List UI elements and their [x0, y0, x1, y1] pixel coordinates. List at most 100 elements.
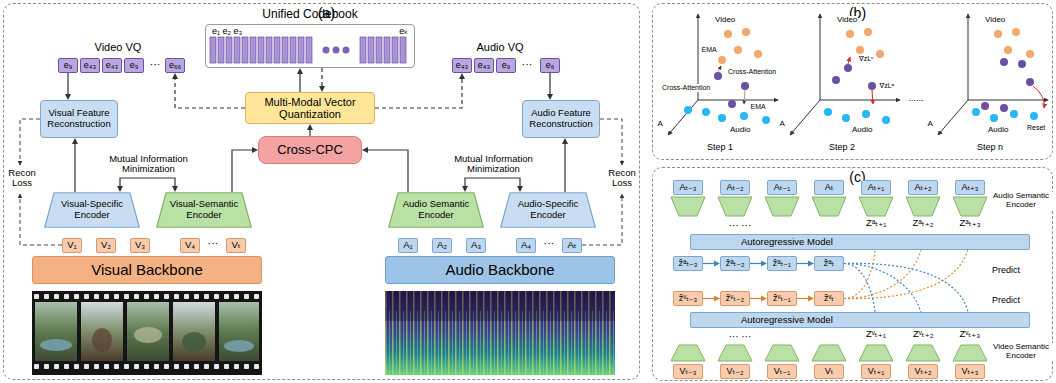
illustration-part	[385, 291, 615, 375]
arrow-head	[172, 73, 178, 79]
frame-box: Vₜ₊₁	[861, 364, 891, 379]
code-token: e₉	[58, 58, 78, 73]
panel-border	[652, 3, 1053, 160]
illustration-part	[882, 116, 890, 124]
node-text: Audio Backbone	[445, 262, 554, 279]
text-label: Video	[714, 16, 736, 25]
text-label: Zᵛₜ₊₁	[865, 329, 887, 339]
connector-line	[564, 143, 565, 192]
node-text: Visual-Semantic Encoder	[166, 199, 242, 220]
connector	[232, 147, 258, 192]
recon-box: Audio Feature Reconstruction	[522, 100, 600, 138]
node-text: Aₜ	[825, 182, 834, 192]
text-label: A	[657, 120, 664, 129]
panel: (a)Unified Codebooke₁ e₂ e₃eₖMulti-Modal…	[3, 3, 640, 380]
frame-box: Aₜ₊₁	[861, 180, 891, 195]
text-label: ···	[543, 237, 556, 249]
text-label: ∇zLᵛ	[858, 55, 874, 63]
illustration-part	[842, 114, 850, 122]
node-text: A₄	[521, 240, 531, 251]
panel: (b)	[652, 3, 1053, 160]
connector	[319, 68, 325, 92]
illustration-part	[876, 50, 884, 58]
text-label: Audio	[851, 126, 873, 135]
frame-box: Aₜ₋₂	[720, 180, 750, 195]
model-band: Autoregressive Model	[690, 234, 1030, 250]
ellipsis-dot	[323, 47, 330, 54]
feature-token: A₃	[466, 238, 486, 253]
frame-box: Vₜ₋₂	[720, 364, 750, 379]
encoder-trapezoid	[718, 197, 752, 216]
illustration-part	[1012, 28, 1020, 36]
code-token: e₄₃	[452, 58, 472, 73]
connector	[547, 73, 553, 100]
node-text: Vₜ₋₁	[774, 366, 790, 376]
connector	[462, 178, 523, 192]
illustration-part	[856, 46, 864, 54]
context-box: ẑᵃₜ₋₂	[720, 256, 750, 271]
connector	[703, 261, 720, 267]
text-label: Audio VQ	[476, 41, 525, 53]
node-text: Audio Feature Reconstruction	[526, 108, 596, 129]
encoder-trapezoid	[906, 345, 940, 361]
feature-token: V₁	[62, 238, 82, 253]
connector-line	[375, 78, 462, 108]
code-vector	[242, 37, 248, 63]
model-band: Autoregressive Model	[690, 312, 1030, 328]
node-text: Audio Semantic Encoder	[398, 199, 474, 220]
context-box: ẑᵛₜ₋₁	[767, 291, 797, 306]
encoder-trapezoid: Visual-Semantic Encoder	[156, 192, 252, 228]
illustration-part	[728, 100, 736, 108]
arrow-head	[517, 186, 523, 192]
encoder-trapezoid	[765, 345, 799, 361]
connector	[797, 296, 814, 302]
illustration-part	[1026, 50, 1034, 58]
illustration-part	[742, 28, 750, 36]
text-label: ···	[521, 58, 534, 70]
code-token: e₄₃	[102, 58, 122, 73]
text-label: Zᵃₜ₊₃	[959, 218, 982, 228]
node-text: Vₜ₊₂	[915, 366, 932, 376]
illustration-part	[820, 100, 900, 101]
arrow-head	[297, 68, 303, 74]
node-text: ẑᵛₜ	[824, 293, 834, 303]
node-text: Aₜ₋₂	[727, 182, 744, 192]
text-label: ··· ···	[728, 220, 753, 231]
illustration-part	[684, 106, 692, 114]
illustration-part	[219, 302, 259, 361]
frame-box: Aₜ₊₃	[955, 180, 985, 195]
encoder-trapezoid	[859, 345, 893, 361]
illustration-part	[32, 294, 262, 299]
illustration-part	[744, 90, 745, 104]
illustration-part	[134, 327, 162, 343]
illustration-part	[1004, 46, 1012, 54]
encoder-trapezoid: Visual-Specific Encoder	[44, 192, 140, 228]
arrow-head	[72, 138, 78, 144]
trapezoid-outline	[389, 193, 484, 228]
illustration-part	[990, 114, 998, 122]
encoder-trapezoid	[812, 197, 846, 216]
illustration-part	[35, 302, 77, 361]
node-text: A₂	[437, 240, 447, 251]
illustration-part	[848, 57, 1044, 108]
text-label: Audio Semantic Encoder	[989, 192, 1053, 210]
connector-line	[74, 143, 75, 192]
context-box: ẑᵃₜ	[814, 256, 844, 271]
node-text: Vₜ₋₂	[727, 366, 744, 376]
illustration-part	[32, 364, 262, 369]
code-token: e₆₆	[165, 58, 185, 73]
arrow-head	[307, 124, 313, 130]
backbone-band: Audio Backbone	[385, 256, 615, 284]
encoder-trapezoid	[953, 197, 987, 216]
frame-box: Vₜ	[814, 364, 844, 379]
text-label: A	[927, 120, 934, 129]
encoder-trapezoid	[765, 197, 799, 216]
connector-line	[299, 73, 300, 92]
illustration-part	[864, 28, 872, 36]
code-index: e₁ e₂ e₃	[212, 25, 242, 37]
illustration-part	[968, 100, 1048, 101]
codebook-frame: e₁ e₂ e₃eₖ	[205, 24, 415, 68]
text-label: Reset	[1026, 124, 1046, 132]
illustration-part	[32, 291, 262, 375]
illustration-part	[981, 102, 989, 110]
